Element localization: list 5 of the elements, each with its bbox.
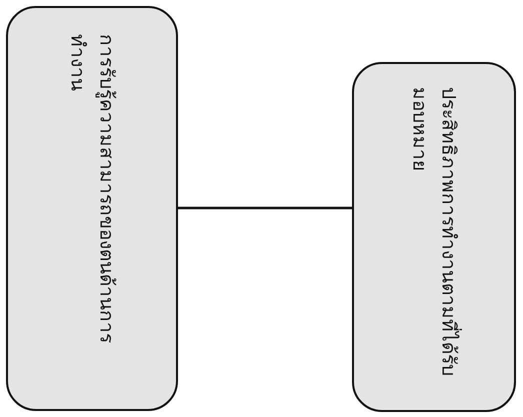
rounded-box: [6, 6, 178, 411]
box-text: การรับรู้ความสามารถของตนด้านการทำงาน: [66, 34, 118, 344]
rounded-box: [352, 62, 516, 412]
connector-line: [178, 206, 352, 210]
box-text: ประสิทธิภาพการทำงานตามที่ได้รับมอบหมาย: [406, 87, 462, 387]
